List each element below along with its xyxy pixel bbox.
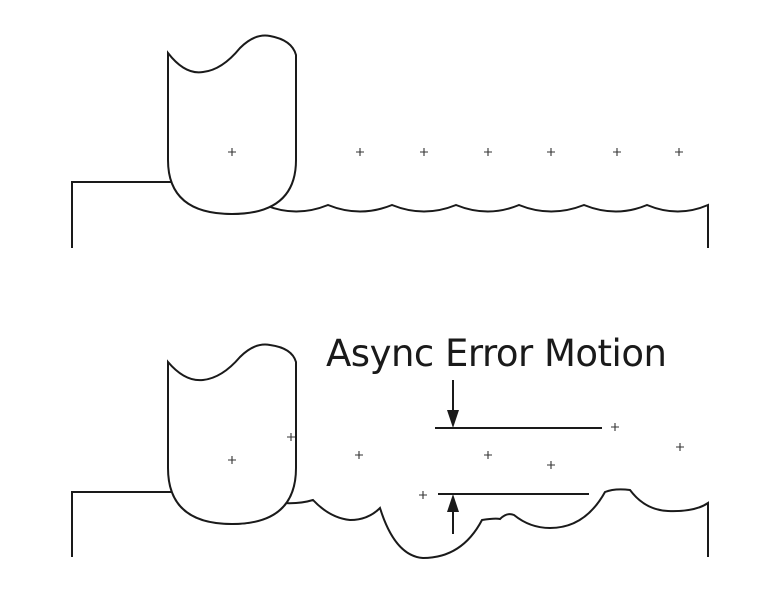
bottom-panel — [71, 343, 709, 560]
ball-end-tool-top — [167, 34, 297, 216]
down-arrow-head — [447, 410, 459, 428]
error-dimension — [435, 380, 602, 534]
workpiece-top — [71, 181, 709, 248]
up-arrow-head — [447, 494, 459, 512]
ball-end-tool-bottom — [167, 343, 297, 526]
workpiece-bottom — [71, 488, 709, 560]
tool-center-markers-top — [228, 148, 683, 156]
async-error-motion-label: Async Error Motion — [326, 332, 667, 375]
tool-center-markers-bottom — [228, 423, 684, 499]
top-panel — [71, 34, 709, 248]
